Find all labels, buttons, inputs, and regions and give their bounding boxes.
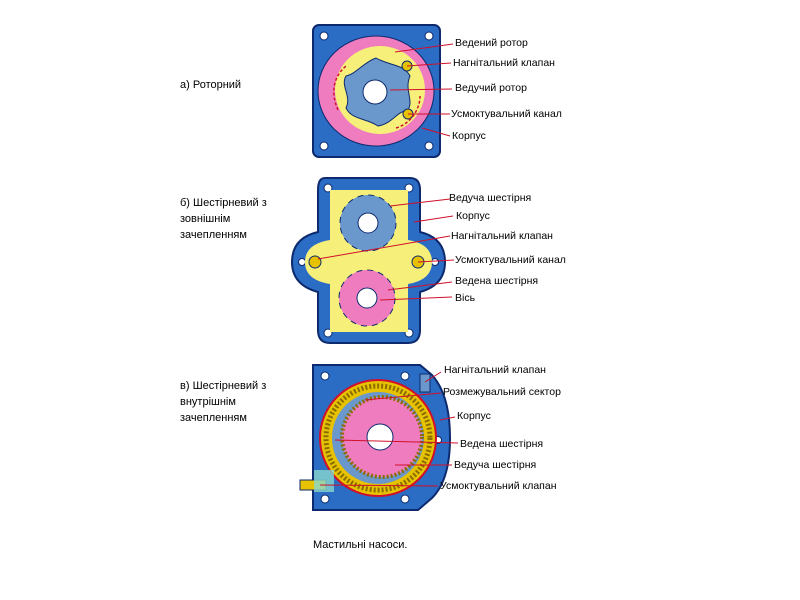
label-driving-rotor: Ведучий ротор	[455, 82, 527, 94]
label-discharge-valve: Нагнітальний клапан	[444, 364, 546, 376]
leader-line	[364, 392, 442, 401]
leader-line	[334, 439, 459, 444]
bolt-hole	[400, 371, 410, 381]
bolt-hole	[431, 258, 439, 266]
discharge-valve-ring	[308, 255, 322, 269]
leader-line	[424, 371, 442, 383]
leader-line	[389, 88, 453, 91]
driving-gear-shaft-hole	[366, 423, 394, 451]
label-suction-channel: Усмоктувальний канал	[451, 108, 562, 120]
caption-external-gear-line-1: б) Шестірневий з	[180, 197, 267, 209]
bolt-hole	[320, 494, 330, 504]
leader-line	[413, 215, 454, 223]
bolt-hole	[319, 31, 329, 41]
rotation-arrow	[333, 65, 347, 111]
caption-external-gear-line-3: зачепленням	[180, 229, 247, 241]
leader-line	[387, 281, 453, 291]
internal-gear-pump-drawing	[299, 364, 459, 511]
label-separating-sector: Розмежувальний сектор	[443, 386, 561, 398]
bolt-hole	[319, 141, 329, 151]
label-driven-gear: Ведена шестірня	[460, 438, 544, 450]
driven-gear-axle-hole	[356, 287, 378, 309]
caption-external-gear-line-2: зовнішнім	[180, 213, 231, 225]
bolt-hole	[400, 494, 410, 504]
external-gear-pump-drawing	[290, 177, 455, 344]
leader-line	[417, 259, 455, 263]
rotation-arrow	[395, 95, 421, 129]
leader-line	[439, 416, 456, 421]
label-discharge-valve: Нагнітальний клапан	[451, 230, 553, 242]
label-housing: Корпус	[456, 210, 490, 222]
label-driving-gear: Ведуча шестірня	[454, 459, 537, 471]
caption-internal-gear-line-1: в) Шестірневий з	[180, 380, 267, 392]
leader-line	[406, 62, 452, 67]
leader-line	[319, 484, 439, 487]
oil-chamber	[305, 190, 432, 332]
label-driving-gear: Ведуча шестірня	[449, 192, 532, 204]
rotor-shaft-hole	[362, 79, 388, 105]
bolt-hole	[424, 31, 434, 41]
discharge-valve-port	[419, 373, 431, 393]
label-housing: Корпус	[457, 410, 491, 422]
ring-gear-teeth	[323, 383, 433, 493]
leader-line	[379, 296, 453, 301]
label-suction-valve: Усмоктувальний клапан	[440, 480, 557, 492]
suction-valve-area	[314, 470, 334, 492]
leader-line	[394, 43, 454, 53]
bolt-hole	[298, 258, 306, 266]
leader-line	[317, 235, 451, 260]
label-axle: Вісь	[455, 292, 476, 304]
rotary-pump-drawing	[312, 24, 454, 158]
figure-caption: Мастильні насоси.	[313, 539, 408, 551]
caption-internal-gear-line-3: зачепленням	[180, 412, 247, 424]
leader-line	[389, 198, 451, 207]
label-suction-channel: Усмоктувальний канал	[455, 254, 566, 266]
label-driven-rotor: Ведений ротор	[455, 37, 528, 49]
caption-rotary: а) Роторний	[180, 79, 242, 91]
label-driven-gear: Ведена шестірня	[455, 275, 539, 287]
caption-internal-gear-line-2: внутрішнім	[180, 396, 236, 408]
bolt-hole	[424, 141, 434, 151]
leader-line	[421, 127, 451, 137]
label-discharge-valve: Нагнітальний клапан	[453, 57, 555, 69]
driving-gear-shaft-hole	[357, 212, 379, 234]
label-housing: Корпус	[452, 130, 486, 142]
bolt-hole	[320, 371, 330, 381]
